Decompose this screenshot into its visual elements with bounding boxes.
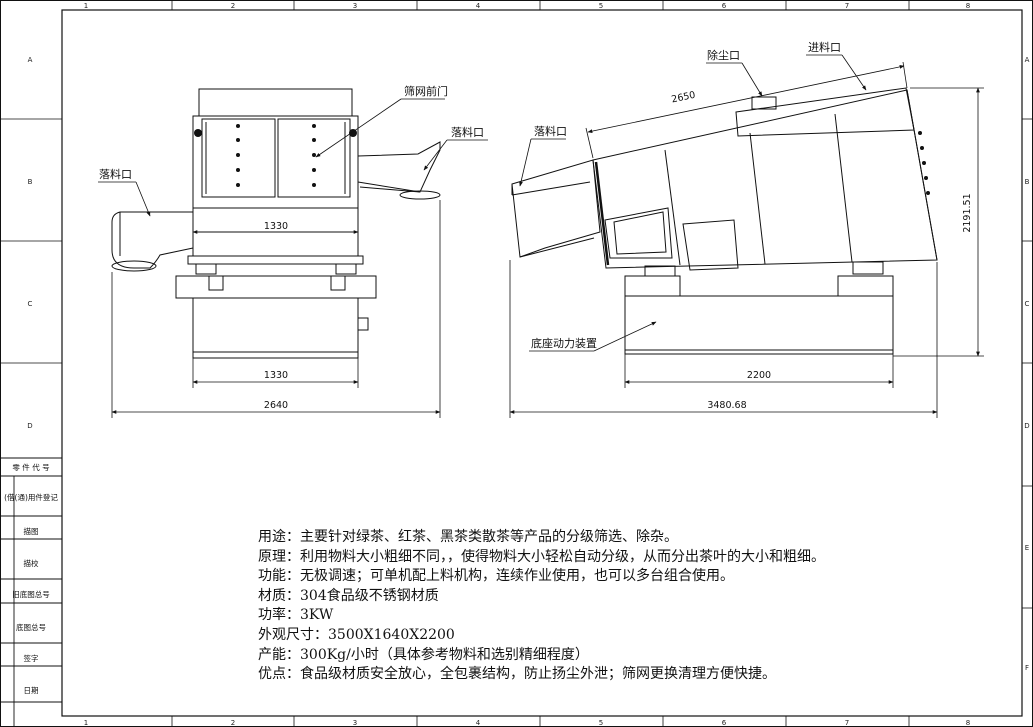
spec-line-capacity: 产能：300Kg/小时（具体参考物料和选别精细程度） bbox=[258, 646, 589, 663]
label-side-outlet: 落料口 bbox=[534, 124, 567, 138]
ruler-labels-side: A B C D A B C D E F bbox=[27, 56, 1029, 672]
front-screen-door-left bbox=[201, 118, 276, 198]
side-dim-height: 2191.51 bbox=[962, 193, 973, 232]
spec-line-advantages: 优点：食品级材质安全放心，全包裹结构，防止扬尘外泄；筛网更换清理方便快捷。 bbox=[258, 666, 776, 683]
ruler-col-8-bottom: 8 bbox=[966, 719, 970, 727]
ruler-col-1-bottom: 1 bbox=[84, 719, 88, 727]
front-leaders bbox=[98, 98, 488, 217]
ruler-col-7: 7 bbox=[845, 2, 849, 10]
ruler-row-e-right: E bbox=[1025, 544, 1029, 552]
side-dimension-labels: 2650 2191.51 2200 3480.68 bbox=[671, 90, 973, 411]
label-inlet: 进料口 bbox=[808, 40, 841, 54]
spec-line-dimensions: 外观尺寸：3500X1640X2200 bbox=[258, 626, 455, 643]
ruler-labels-top: 1 2 3 4 5 6 7 8 bbox=[84, 2, 970, 10]
side-dim-total: 3480.68 bbox=[707, 400, 746, 411]
ruler-col-8: 8 bbox=[966, 2, 970, 10]
ruler-col-2: 2 bbox=[231, 2, 235, 10]
side-table: 零 件 代 号 (借(通)用件登记 描图 描校 旧底图总号 底图总号 签字 日期 bbox=[0, 457, 62, 727]
side-screen-body bbox=[592, 89, 938, 269]
spec-line-power: 功率：3KW bbox=[258, 607, 334, 624]
ruler-col-3: 3 bbox=[353, 2, 357, 10]
ruler-row-a-right: A bbox=[1025, 56, 1030, 64]
front-dimensions bbox=[111, 200, 441, 418]
front-dim-total: 2640 bbox=[264, 400, 288, 411]
front-left-outlet-mouth bbox=[111, 260, 157, 272]
ruler-row-b-right: B bbox=[1025, 178, 1030, 186]
side-table-cell-register: (借(通)用件登记 bbox=[4, 492, 58, 502]
spec-line-principle: 原理：利用物料大小粗细不同，，使得物料大小轻松自动分级，从而分出茶叶的大小和粗细… bbox=[258, 548, 825, 565]
spec-line-material: 材质：304食品级不锈钢材质 bbox=[258, 587, 439, 604]
label-front-outlet-right: 落料口 bbox=[451, 125, 484, 139]
side-table-cell-part-code: 零 件 代 号 bbox=[12, 462, 49, 472]
ruler-row-c-right: C bbox=[1025, 300, 1030, 308]
ruler-row-b: B bbox=[28, 178, 33, 186]
ruler-col-6-bottom: 6 bbox=[722, 719, 727, 727]
front-dim-lower: 1330 bbox=[264, 370, 288, 381]
ruler-col-2-bottom: 2 bbox=[231, 719, 235, 727]
side-dim-base: 2200 bbox=[747, 370, 771, 381]
label-dust-port: 除尘口 bbox=[707, 48, 740, 62]
side-table-cell-date: 日期 bbox=[24, 686, 39, 695]
side-table-cell-check: 描校 bbox=[24, 558, 39, 568]
side-leaders bbox=[519, 54, 867, 352]
side-labels: 除尘口 进料口 落料口 底座动力装置 bbox=[531, 40, 841, 350]
label-base-power-unit: 底座动力装置 bbox=[531, 336, 597, 350]
spec-description: 用途：主要针对绿茶、红茶、黑茶类散茶等产品的分级筛选、除杂。 原理：利用物料大小… bbox=[258, 528, 958, 685]
ruler-col-4: 4 bbox=[476, 2, 481, 10]
side-base-unit bbox=[624, 295, 894, 355]
ruler-col-3-bottom: 3 bbox=[353, 719, 357, 727]
side-table-cell-old-number: 旧底图总号 bbox=[12, 589, 50, 599]
ruler-col-5-bottom: 5 bbox=[599, 719, 603, 727]
ruler-row-a: A bbox=[28, 56, 33, 64]
side-dim-screen-length: 2650 bbox=[671, 90, 697, 106]
ruler-col-7-bottom: 7 bbox=[845, 719, 849, 727]
ruler-col-5: 5 bbox=[599, 2, 603, 10]
front-dim-upper: 1330 bbox=[264, 221, 288, 232]
side-view bbox=[511, 87, 938, 355]
side-dimensions bbox=[509, 61, 984, 418]
ruler-col-4-bottom: 4 bbox=[476, 719, 481, 727]
ruler-col-6: 6 bbox=[722, 2, 727, 10]
spec-line-function: 功能：无极调速；可单机配上料机构，连续作业使用，也可以多台组合使用。 bbox=[258, 568, 734, 585]
spec-line-usage: 用途：主要针对绿茶、红茶、黑茶类散茶等产品的分级筛选、除杂。 bbox=[258, 529, 678, 545]
ruler-labels-bottom: 1 2 3 4 5 6 7 8 bbox=[84, 719, 970, 727]
ruler-row-f-right: F bbox=[1025, 664, 1029, 672]
ruler-row-d: D bbox=[27, 422, 32, 430]
ruler-row-c: C bbox=[28, 300, 33, 308]
label-screen-front-door: 筛网前门 bbox=[404, 84, 448, 98]
front-screen-door-right bbox=[277, 118, 351, 198]
side-table-cell-sign: 签字 bbox=[24, 653, 39, 663]
front-dimension-labels: 1330 1330 2640 bbox=[264, 221, 288, 411]
side-table-cell-trace: 描图 bbox=[24, 526, 39, 536]
side-table-cell-base-number: 底图总号 bbox=[16, 622, 46, 632]
ruler-col-1: 1 bbox=[84, 2, 88, 10]
ruler-row-d-right: D bbox=[1024, 422, 1029, 430]
front-right-outlet-mouth bbox=[399, 190, 441, 200]
label-front-outlet-left: 落料口 bbox=[99, 167, 132, 181]
front-labels: 筛网前门 落料口 落料口 bbox=[99, 84, 484, 181]
